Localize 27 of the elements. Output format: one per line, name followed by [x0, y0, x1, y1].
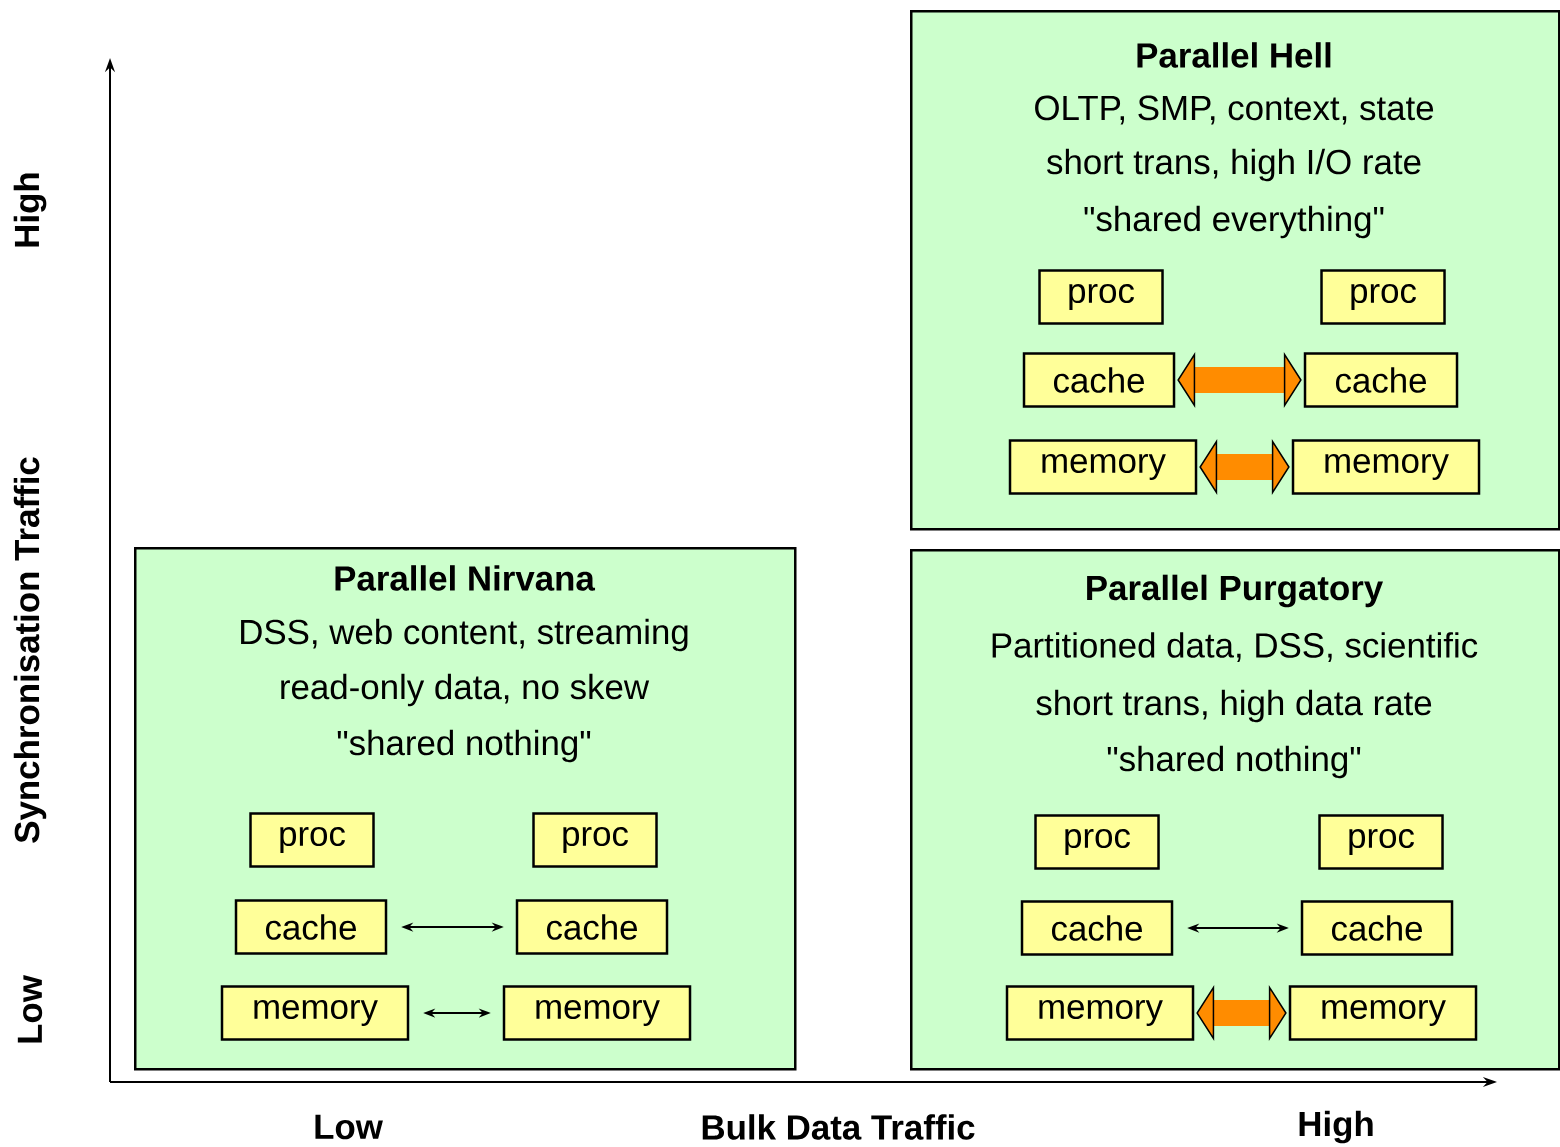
component-box: memory [502, 985, 692, 1041]
axis-label: Low [315, 1114, 383, 1140]
component-box: proc [1038, 269, 1164, 325]
component-box: proc [249, 812, 375, 868]
component-box: cache [1303, 352, 1459, 408]
component-box: cache [515, 899, 669, 955]
component-box: cache [1300, 900, 1454, 956]
component-box: proc [1320, 269, 1446, 325]
axis-label: Low [17, 975, 43, 1043]
component-box: cache [234, 899, 388, 955]
component-box: proc [1318, 814, 1444, 870]
component-box: memory [1008, 439, 1198, 495]
double-arrow [1196, 985, 1287, 1041]
component-box: proc [1034, 814, 1160, 870]
component-box: memory [220, 985, 410, 1041]
axis-label: High [1299, 1110, 1373, 1144]
component-box: memory [1288, 985, 1478, 1041]
component-box: memory [1291, 439, 1481, 495]
component-box: cache [1020, 900, 1174, 956]
component-box: proc [532, 812, 658, 868]
component-box: cache [1022, 352, 1176, 408]
double-arrow [1177, 352, 1302, 408]
double-arrow [1199, 439, 1290, 495]
axis-label: Synchronisation Traffic [13, 457, 47, 843]
component-box: memory [1005, 985, 1195, 1041]
axis-label: High [13, 173, 47, 247]
axis-label: Bulk Data Traffic [702, 1114, 975, 1140]
